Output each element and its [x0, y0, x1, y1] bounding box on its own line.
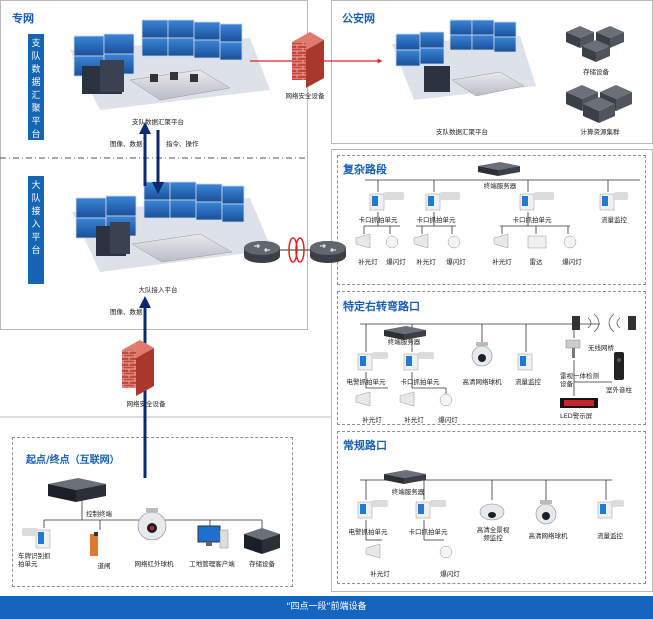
complex-flash2-label: 爆闪灯	[446, 258, 466, 266]
right-turn-title: 特定右转弯路口	[343, 300, 420, 313]
bridge-label: 无线网桥	[588, 344, 614, 352]
complex-unit1-label: 卡口抓拍单元	[358, 216, 398, 224]
complex-fill3-label: 补光灯	[492, 258, 512, 266]
internet-endpoint-box	[12, 437, 293, 587]
security-device-top-label: 网络安全设备	[285, 92, 325, 100]
led-label: LED警示屏	[560, 412, 593, 420]
outdoor-post-label: 室外音柱	[606, 386, 632, 394]
regular-junction-box	[337, 431, 646, 584]
regular-police-unit-label: 电警抓拍单元	[348, 528, 388, 536]
complex-light-icons	[355, 233, 577, 249]
rightturn-light-icons	[355, 391, 453, 407]
compute-cluster-icon	[566, 85, 632, 123]
rightturn-unit-icons	[357, 352, 533, 371]
private-net-title: 专网	[12, 12, 34, 25]
panorama-label: 高清全景视频监控	[476, 526, 510, 542]
regular-flow-label: 流量监控	[597, 532, 623, 540]
rightturn-unit-label: 卡口抓拍单元	[400, 378, 440, 386]
complex-section-title: 复杂路段	[343, 163, 387, 176]
detachment-control-room	[70, 19, 270, 110]
regular-server-icon	[384, 470, 426, 484]
compute-cluster-label: 计算资源集群	[580, 128, 620, 136]
complex-flash3-label: 爆闪灯	[562, 258, 582, 266]
endpoint-storage-icon	[244, 528, 280, 554]
regular-flash-label: 爆闪灯	[440, 570, 460, 578]
regular-wiring	[360, 479, 612, 541]
led-screen-icon	[560, 398, 598, 408]
rightturn-server-label: 终端服务器	[387, 338, 421, 346]
regular-unit-label: 卡口抓拍单元	[408, 528, 448, 536]
complex-unit-icons	[369, 192, 628, 211]
rightturn-flow-label: 流量监控	[515, 378, 541, 386]
router-left-icon	[244, 241, 280, 263]
wireless-bridge-icon	[572, 313, 636, 333]
public-security-title: 公安网	[342, 12, 375, 25]
detachment-badge: 支队数据汇聚平台	[28, 34, 44, 140]
ir-dome-icon	[137, 508, 167, 541]
gate-icon	[90, 532, 98, 556]
public-security-control-room	[392, 19, 536, 100]
complex-server-label: 终端服务器	[483, 182, 517, 190]
complex-unit2-label: 卡口抓拍单元	[416, 216, 456, 224]
complex-flash1-label: 爆闪灯	[386, 258, 406, 266]
footer-bar: "四点一段"前端设备	[0, 596, 653, 619]
complex-section-box	[337, 155, 646, 285]
regular-light-icons	[365, 543, 453, 559]
rightturn-flash-label: 爆闪灯	[438, 416, 458, 424]
brigade-control-room	[72, 181, 272, 272]
complex-fill2-label: 补光灯	[416, 258, 436, 266]
storage-icon	[566, 26, 624, 62]
rightturn-fill1-label: 补光灯	[362, 416, 382, 424]
complex-fill1-label: 补光灯	[358, 258, 378, 266]
site-client-icon	[197, 525, 229, 549]
panorama-camera-icon	[479, 503, 505, 521]
storage-label: 存储设备	[583, 68, 609, 76]
plate-unit-icon	[22, 528, 51, 549]
complex-flow-label: 流量监控	[601, 216, 627, 224]
rightturn-fill2-label: 补光灯	[404, 416, 424, 424]
radar-device-label: 雷视一体检测设备	[560, 372, 599, 388]
rightturn-server-icon	[384, 326, 426, 340]
complex-wiring	[363, 179, 640, 234]
plate-unit-label: 车牌识别抓拍单元	[18, 552, 51, 568]
complex-unit3-label: 卡口抓拍单元	[512, 216, 552, 224]
complex-server-icon	[478, 162, 520, 176]
regular-fill-label: 补光灯	[370, 570, 390, 578]
firewall-top-icon	[292, 32, 324, 88]
regular-junction-title: 常规路口	[343, 439, 387, 452]
control-terminal-icon	[48, 478, 106, 502]
ps-platform-label: 支队数据汇聚平台	[436, 128, 488, 136]
detachment-platform-label: 支队数据汇聚平台	[132, 118, 184, 126]
rightturn-police-unit-label: 电警抓拍单元	[346, 378, 386, 386]
ir-dome-label: 网络红外球机	[134, 560, 174, 568]
radar-device-icon	[565, 339, 581, 358]
endpoint-storage-label: 存储设备	[249, 560, 275, 568]
up-link-label: 图像、数据	[110, 140, 143, 148]
rightturn-dome-label: 高清网络球机	[462, 378, 502, 386]
regular-server-label: 终端服务器	[391, 488, 425, 496]
regular-dome-label: 高清网络球机	[528, 532, 568, 540]
brigade-out-label: 图像、数据	[110, 308, 143, 316]
internet-endpoint-title: 起点/终点（互联网）	[26, 455, 120, 466]
terminal-label: 控制终端	[86, 510, 112, 518]
brigade-platform-label: 大队接入平台	[138, 286, 178, 294]
brigade-badge: 大队接入平台	[28, 176, 44, 284]
right-turn-box	[337, 291, 646, 425]
site-client-label: 工地管理客户端	[189, 560, 235, 568]
firewall-bottom-icon	[122, 340, 154, 396]
down-link-label: 指令、操作	[166, 140, 199, 148]
gate-label: 道闸	[97, 562, 111, 570]
router-right-icon	[310, 241, 346, 263]
footer-label: "四点一段"前端设备	[286, 602, 367, 612]
rightturn-dome-icon	[471, 342, 493, 367]
outdoor-column-icon	[614, 352, 624, 380]
complex-radar-label: 雷达	[529, 258, 543, 266]
security-device-bottom-label: 网络安全设备	[126, 400, 166, 408]
regular-unit-icons	[357, 500, 624, 519]
regular-dome-icon	[535, 500, 557, 525]
